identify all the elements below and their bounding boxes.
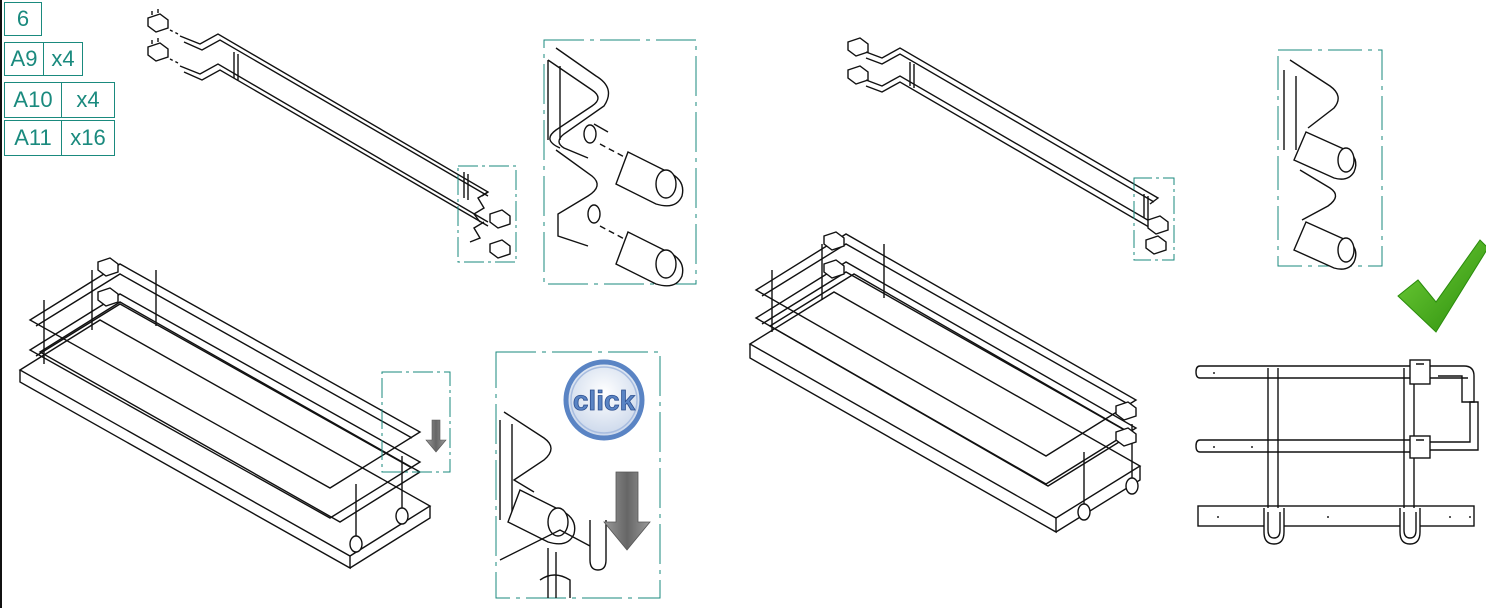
detail-callout-clip-alignment bbox=[543, 39, 697, 287]
checkmark-icon bbox=[1397, 239, 1486, 333]
part-id-label: A11 bbox=[14, 125, 52, 150]
part-id-label: A9 bbox=[10, 46, 38, 71]
part-id-label: A10 bbox=[13, 87, 53, 112]
click-badge-label: click bbox=[573, 385, 636, 416]
part-a10-id: A10 bbox=[4, 82, 62, 118]
detail-frame-basket bbox=[381, 371, 451, 473]
detail-frame-small-right bbox=[1133, 177, 1175, 261]
step-number-text: 6 bbox=[16, 6, 30, 31]
detail-callout-assembled bbox=[1277, 49, 1383, 270]
page-left-border bbox=[0, 0, 2, 608]
part-a9-id: A9 bbox=[4, 42, 44, 76]
part-a10-qty: x4 bbox=[61, 82, 115, 118]
part-a11-id: A11 bbox=[4, 120, 62, 156]
part-qty-label: x4 bbox=[76, 87, 100, 112]
part-a9-qty: x4 bbox=[43, 42, 83, 76]
side-elevation-view bbox=[1195, 359, 1479, 545]
down-arrow-icon bbox=[603, 471, 651, 551]
part-a11-qty: x16 bbox=[61, 120, 115, 156]
step-number: 6 bbox=[4, 2, 42, 36]
clip-part-a9 bbox=[147, 9, 169, 62]
detail-frame-small bbox=[457, 165, 517, 263]
detail-callout-click: click bbox=[495, 351, 661, 599]
basket-assembly-left bbox=[18, 257, 432, 570]
basket-assembly-right bbox=[748, 231, 1142, 534]
click-badge-icon: click bbox=[563, 359, 645, 441]
down-arrow-icon bbox=[425, 419, 447, 453]
rail-assembly-top-left bbox=[147, 9, 511, 259]
part-qty-label: x16 bbox=[70, 125, 106, 150]
rail-assembly-top-right bbox=[847, 37, 1169, 255]
part-qty-label: x4 bbox=[51, 46, 75, 71]
